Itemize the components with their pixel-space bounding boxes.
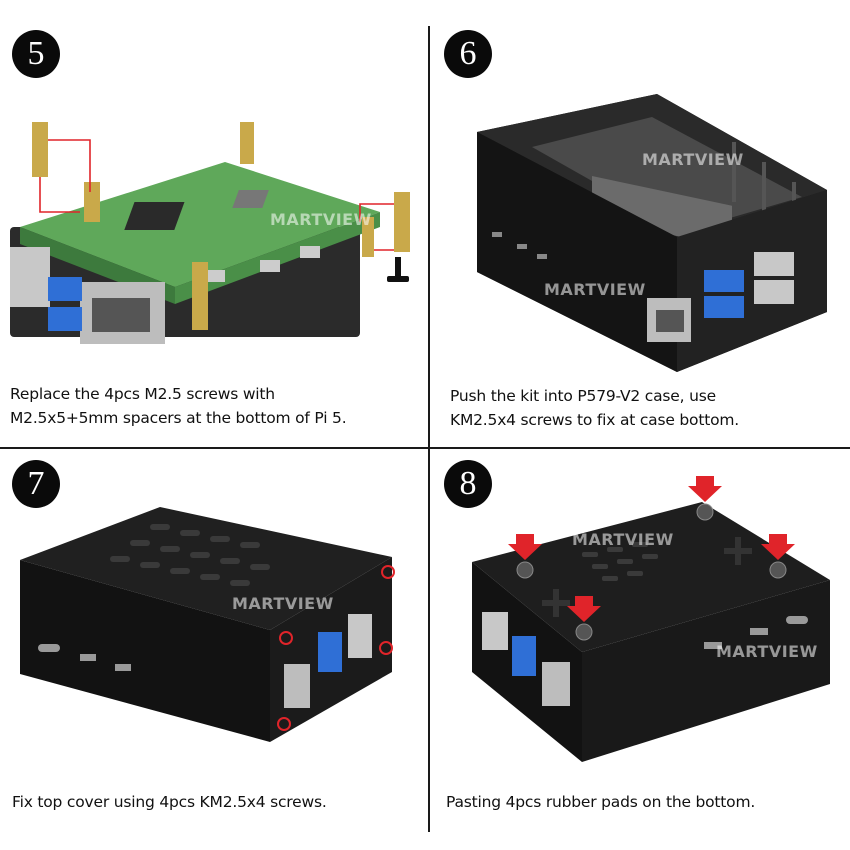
caption-line: Replace the 4pcs M2.5 screws with (10, 385, 275, 403)
step-6-panel: 6 MARTVIEW MARTVIEW Push the kit into P5… (432, 22, 850, 442)
step-5-caption: Replace the 4pcs M2.5 screws with M2.5x5… (10, 382, 425, 430)
caption-line: KM2.5x4 screws to fix at case bottom. (450, 411, 739, 429)
step-5-panel: 5 MARTVIEW Replace the 4pcs M2.5 screws … (0, 22, 420, 442)
step-5-illustration (10, 122, 410, 344)
martview-watermark: MARTVIEW (270, 210, 372, 229)
martview-watermark: MARTVIEW (544, 280, 646, 299)
step-6-illustration (477, 94, 827, 372)
martview-watermark: MARTVIEW (572, 530, 674, 549)
step-6-caption: Push the kit into P579-V2 case, use KM2.… (450, 384, 850, 432)
caption-line: Pasting 4pcs rubber pads on the bottom. (446, 793, 756, 811)
step-8-illustration (472, 476, 830, 762)
step-8-panel: 8 MARTVIEW MARTVIEW Pasting 4pcs rubber … (432, 452, 850, 850)
horizontal-divider (0, 447, 850, 449)
caption-line: Fix top cover using 4pcs KM2.5x4 screws. (12, 793, 327, 811)
step-number-badge: 6 (444, 30, 492, 78)
martview-watermark: MARTVIEW (232, 594, 334, 613)
caption-line: M2.5x5+5mm spacers at the bottom of Pi 5… (10, 409, 347, 427)
martview-watermark: MARTVIEW (642, 150, 744, 169)
caption-line: Push the kit into P579-V2 case, use (450, 387, 716, 405)
step-number-badge: 7 (12, 460, 60, 508)
martview-watermark: MARTVIEW (716, 642, 818, 661)
step-7-caption: Fix top cover using 4pcs KM2.5x4 screws. (12, 790, 427, 814)
step-8-caption: Pasting 4pcs rubber pads on the bottom. (446, 790, 850, 814)
vertical-divider (428, 26, 430, 832)
step-7-panel: 7 MARTVIEW Fix top cover using 4pcs KM2.… (0, 452, 420, 850)
step-number-badge: 8 (444, 460, 492, 508)
step-7-illustration (20, 507, 395, 742)
step-number-badge: 5 (12, 30, 60, 78)
